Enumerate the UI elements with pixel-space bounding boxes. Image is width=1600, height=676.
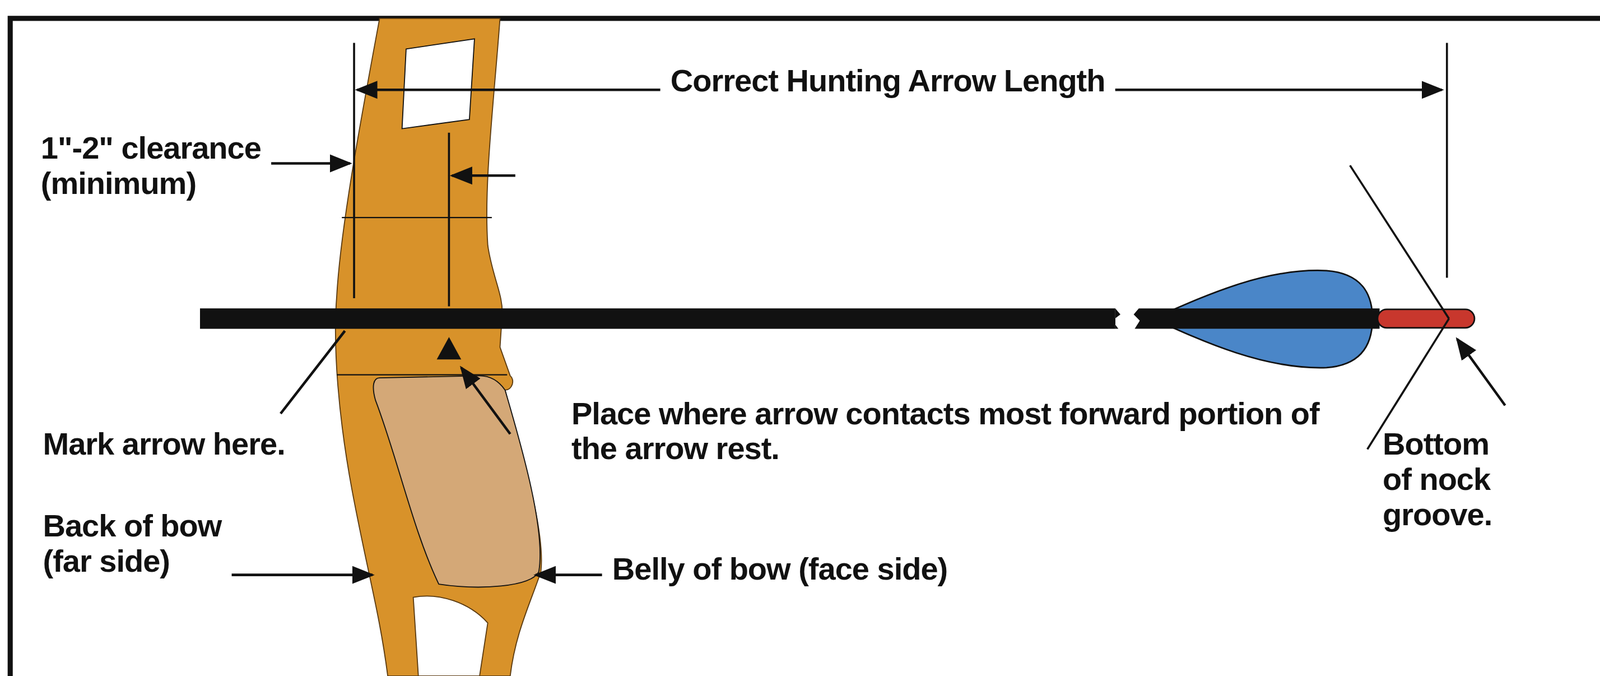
extension-line [1445,43,1449,278]
shaft-break [1112,308,1121,329]
callout-label: Place where arrow contacts most forward … [571,396,1327,467]
leader-line [452,174,516,178]
riser-line [341,216,492,218]
arrow-shaft [200,308,1116,329]
extension-line [448,132,451,307]
dimension-line [1115,88,1443,92]
riser-line [336,373,508,375]
frame [10,18,1600,676]
leader-line [1457,338,1506,406]
leader-line [231,573,373,576]
extension-line [352,43,356,299]
nock [1377,309,1475,328]
leader-line [271,161,351,165]
part-label: Back of bow (far side) [43,508,273,579]
leader-line [461,367,510,434]
dimension-label: Correct Hunting Arrow Length [670,63,1106,99]
leader-line [535,573,602,576]
leader-line [280,330,346,414]
bow-riser [335,18,542,676]
callout-label: Mark arrow here. [43,426,286,462]
arrow-shaft [1133,308,1380,329]
part-label: Belly of bow (face side) [612,551,948,587]
clearance-label: 1"-2" clearance (minimum) [40,130,337,201]
nock-line [1350,165,1450,319]
bow-grip [373,375,541,587]
riser-window [402,38,475,129]
callout-label: Bottom of nock groove. [1382,426,1526,532]
riser-window [413,595,488,676]
rest-marker [436,336,462,360]
dimension-line [357,88,661,92]
